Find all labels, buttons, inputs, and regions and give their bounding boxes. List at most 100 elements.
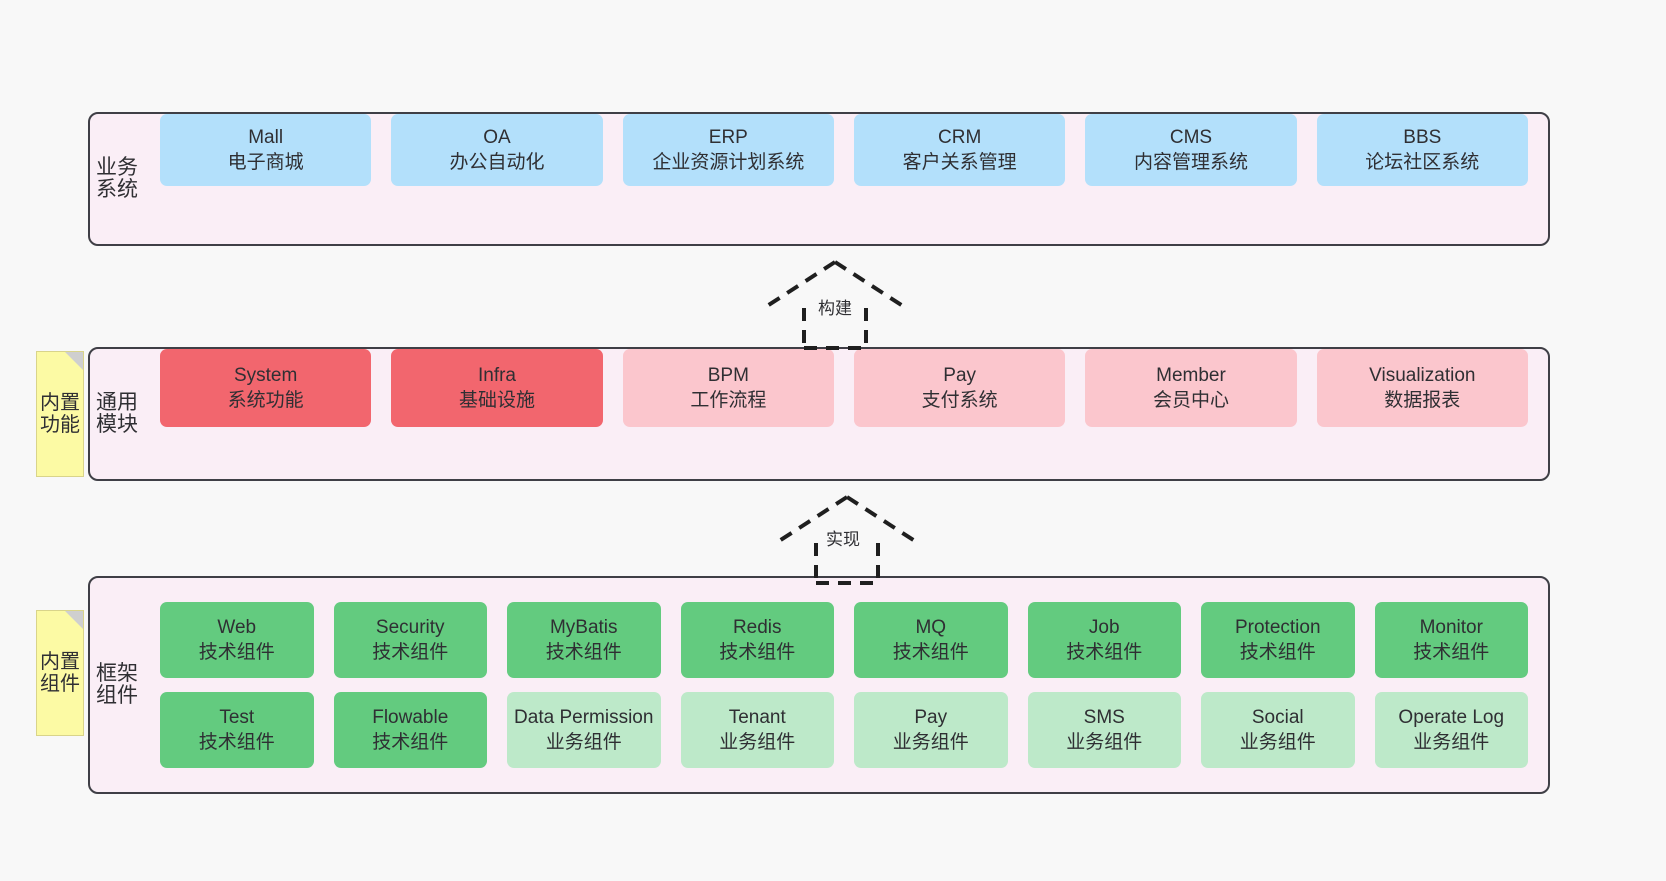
card-bbs-en: BBS (1403, 126, 1442, 148)
card-cms[interactable]: CMS 内容管理系统 (1085, 114, 1297, 186)
card-system[interactable]: System 系统功能 (160, 349, 372, 427)
framework-components-row-business: Test 技术组件 Flowable 技术组件 Data Permission … (150, 692, 1538, 768)
sticky-note-builtin-component-text: 内置组件 (40, 651, 80, 695)
card-mall[interactable]: Mall 电子商城 (160, 114, 372, 186)
generalization-arrow-build-icon (760, 258, 910, 350)
card-sms[interactable]: SMS 业务组件 (1027, 692, 1181, 768)
card-operate-log[interactable]: Operate Log 业务组件 (1374, 692, 1528, 768)
card-flowable[interactable]: Flowable 技术组件 (333, 692, 487, 768)
card-redis-cn: 技术组件 (719, 642, 796, 663)
card-visualization[interactable]: Visualization 数据报表 (1316, 349, 1528, 427)
card-flowable-en: Flowable (372, 706, 449, 728)
card-pay-module-cn: 支付系统 (921, 390, 998, 411)
card-erp-cn: 企业资源计划系统 (652, 152, 805, 173)
card-bpm[interactable]: BPM 工作流程 (622, 349, 834, 427)
framework-components-row-technical: Web 技术组件 Security 技术组件 MyBatis 技术组件 Redi… (150, 602, 1538, 678)
card-bbs[interactable]: BBS 论坛社区系统 (1316, 114, 1528, 186)
card-flowable-cn: 技术组件 (372, 732, 449, 753)
card-pay-component-en: Pay (914, 706, 948, 728)
card-security-en: Security (375, 616, 445, 638)
card-system-cn: 系统功能 (227, 390, 304, 411)
card-oa[interactable]: OA 办公自动化 (391, 114, 603, 186)
card-job[interactable]: Job 技术组件 (1027, 602, 1181, 678)
card-data-permission-cn: 业务组件 (545, 732, 622, 753)
card-crm-cn: 客户关系管理 (902, 152, 1017, 173)
card-visualization-en: Visualization (1369, 364, 1476, 386)
card-protection-cn: 技术组件 (1239, 642, 1316, 663)
layer-title-framework-components: 框架组件 (96, 661, 138, 707)
card-redis[interactable]: Redis 技术组件 (680, 602, 834, 678)
card-mall-en: Mall (248, 126, 284, 148)
business-systems-card-list: Mall 电子商城 OA 办公自动化 ERP 企业资源计划系统 CRM 客户关系… (140, 114, 1548, 244)
card-protection-en: Protection (1234, 616, 1321, 638)
card-pay-module[interactable]: Pay 支付系统 (853, 349, 1066, 427)
layer-business-systems: 业务系统 Mall 电子商城 OA 办公自动化 ERP 企业资源计划系统 CRM… (88, 112, 1550, 246)
card-tenant[interactable]: Tenant 业务组件 (680, 692, 834, 768)
card-system-en: System (233, 364, 298, 386)
card-mq-cn: 技术组件 (892, 642, 969, 663)
card-bpm-cn: 工作流程 (690, 390, 767, 411)
card-pay-component-cn: 业务组件 (892, 732, 969, 753)
card-mq-en: MQ (915, 616, 947, 638)
layer-title-common-modules: 通用模块 (96, 390, 138, 436)
card-monitor-en: Monitor (1419, 616, 1483, 638)
card-protection[interactable]: Protection 技术组件 (1201, 602, 1355, 678)
card-erp-en: ERP (708, 126, 748, 148)
card-mall-cn: 电子商城 (227, 152, 304, 173)
card-social-en: Social (1251, 706, 1304, 728)
generalization-arrow-implement-icon (772, 493, 922, 585)
card-test[interactable]: Test 技术组件 (160, 692, 314, 768)
framework-components-card-grid: Web 技术组件 Security 技术组件 MyBatis 技术组件 Redi… (140, 578, 1548, 792)
card-data-permission-en: Data Permission (514, 706, 654, 728)
card-visualization-cn: 数据报表 (1384, 390, 1461, 411)
relation-label-build: 构建 (818, 299, 852, 318)
card-member-en: Member (1156, 364, 1226, 386)
sticky-note-builtin-function-text: 内置功能 (40, 392, 80, 436)
card-job-cn: 技术组件 (1066, 642, 1143, 663)
card-tenant-cn: 业务组件 (719, 732, 796, 753)
card-cms-en: CMS (1169, 126, 1213, 148)
card-operate-log-en: Operate Log (1398, 706, 1505, 728)
card-crm-en: CRM (938, 126, 982, 148)
card-redis-en: Redis (732, 616, 782, 638)
layer-common-modules: 通用模块 System 系统功能 Infra 基础设施 BPM 工作流程 Pay… (88, 347, 1550, 481)
card-cms-cn: 内容管理系统 (1133, 152, 1248, 173)
card-infra-cn: 基础设施 (458, 390, 535, 411)
card-pay-module-en: Pay (943, 364, 977, 386)
card-sms-cn: 业务组件 (1066, 732, 1143, 753)
card-social-cn: 业务组件 (1239, 732, 1316, 753)
card-sms-en: SMS (1083, 706, 1125, 728)
card-bbs-cn: 论坛社区系统 (1365, 152, 1480, 173)
card-bpm-en: BPM (707, 364, 749, 386)
card-web-en: Web (217, 616, 257, 638)
card-security[interactable]: Security 技术组件 (333, 602, 487, 678)
card-mybatis-en: MyBatis (549, 616, 618, 638)
card-mybatis-cn: 技术组件 (545, 642, 622, 663)
card-test-cn: 技术组件 (198, 732, 275, 753)
card-monitor[interactable]: Monitor 技术组件 (1374, 602, 1528, 678)
card-data-permission[interactable]: Data Permission 业务组件 (507, 692, 661, 768)
layer-framework-components: 框架组件 Web 技术组件 Security 技术组件 MyBatis 技术组件… (88, 576, 1550, 794)
card-mybatis[interactable]: MyBatis 技术组件 (507, 602, 661, 678)
sticky-note-builtin-function: 内置功能 (36, 351, 84, 477)
common-modules-card-list: System 系统功能 Infra 基础设施 BPM 工作流程 Pay 支付系统… (140, 349, 1548, 479)
card-member-cn: 会员中心 (1152, 390, 1229, 411)
card-member[interactable]: Member 会员中心 (1085, 349, 1297, 427)
layer-title-business-systems: 业务系统 (96, 155, 138, 201)
card-infra[interactable]: Infra 基础设施 (391, 349, 603, 427)
card-erp[interactable]: ERP 企业资源计划系统 (622, 114, 834, 186)
sticky-note-builtin-component: 内置组件 (36, 610, 84, 736)
card-test-en: Test (219, 706, 255, 728)
relation-label-implement: 实现 (826, 530, 860, 549)
card-job-en: Job (1088, 616, 1120, 638)
card-operate-log-cn: 业务组件 (1413, 732, 1490, 753)
card-web[interactable]: Web 技术组件 (160, 602, 314, 678)
card-web-cn: 技术组件 (198, 642, 275, 663)
card-crm[interactable]: CRM 客户关系管理 (853, 114, 1066, 186)
card-oa-en: OA (483, 126, 511, 148)
card-tenant-en: Tenant (728, 706, 786, 728)
card-social[interactable]: Social 业务组件 (1201, 692, 1355, 768)
card-pay-component[interactable]: Pay 业务组件 (854, 692, 1008, 768)
card-infra-en: Infra (477, 364, 516, 386)
card-mq[interactable]: MQ 技术组件 (854, 602, 1008, 678)
